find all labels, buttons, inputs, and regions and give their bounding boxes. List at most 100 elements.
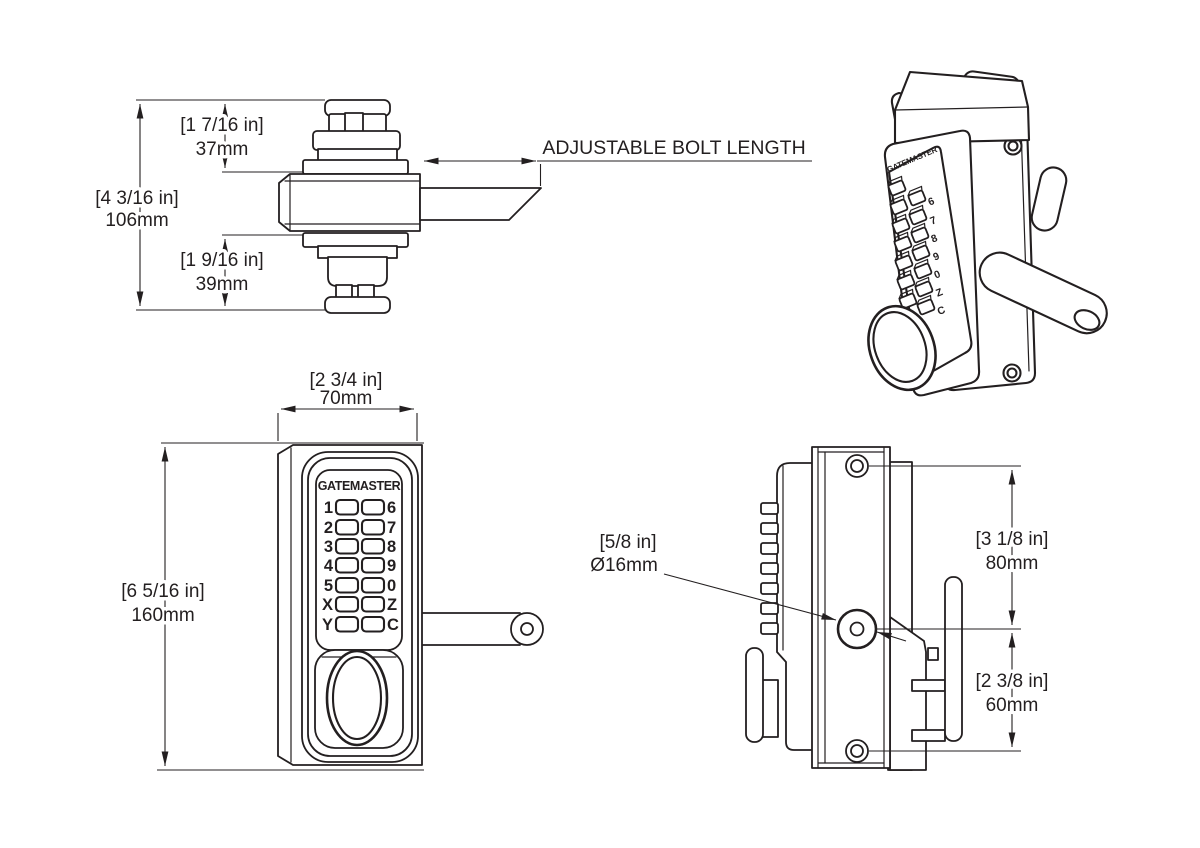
brand-label-front: GATEMASTER: [318, 479, 401, 493]
svg-text:0: 0: [932, 268, 942, 281]
keypad-row: 3 8: [324, 537, 396, 556]
dim-label-upper-in: [1 7/16 in]: [180, 115, 263, 136]
screw-hole-bottom: [1002, 363, 1022, 383]
key-button: [360, 595, 386, 613]
dim-label-lower-fixing-in: [2 3/8 in]: [976, 671, 1049, 692]
dim-upper-fixing: [3 1/8 in] 80mm: [869, 465, 1052, 630]
svg-text:2: 2: [324, 519, 333, 537]
svg-text:7: 7: [928, 214, 938, 227]
keypad-unit: GATEMASTER 6 7 8: [867, 129, 981, 397]
svg-text:C: C: [387, 616, 399, 634]
dim-label-lower-mm: 39mm: [196, 274, 249, 295]
knob-side: [745, 647, 779, 743]
dim-label-lower-in: [1 9/16 in]: [180, 250, 263, 271]
svg-text:3: 3: [324, 538, 333, 556]
svg-text:8: 8: [929, 232, 939, 245]
dim-label-height-in: [6 5/16 in]: [121, 581, 204, 602]
key-button: [334, 537, 360, 555]
dim-label-width-in: [2 3/4 in]: [310, 370, 383, 391]
svg-text:4: 4: [324, 557, 334, 575]
dim-label-hole-in: [5/8 in]: [599, 532, 656, 553]
keypad-row: 5 0: [324, 576, 396, 595]
svg-text:7: 7: [387, 519, 396, 537]
keypad-front: 1 6 2 7 3 8 4: [322, 498, 399, 634]
svg-text:C: C: [936, 304, 948, 318]
lock-body-plan: [278, 99, 542, 314]
latch-end-front: [510, 612, 544, 646]
keypad-row: X Z: [322, 595, 397, 614]
key-button: [360, 498, 386, 516]
tab: [927, 647, 939, 661]
side-view: [5/8 in] Ø16mm [3 1/8 in] 80mm [2 3/8 in…: [587, 446, 1052, 771]
dim-height: [6 5/16 in] 160mm: [118, 442, 424, 771]
svg-text:Z: Z: [934, 286, 945, 300]
key-button: [334, 595, 360, 613]
svg-text:X: X: [322, 596, 333, 614]
svg-text:5: 5: [324, 577, 333, 595]
keypad-buttons-3d: [887, 175, 936, 316]
latch-bar-side: [944, 576, 963, 742]
fixing-hole-top: [845, 454, 869, 478]
angled-bracket: [889, 616, 927, 771]
dim-label-lower-fixing-mm: 60mm: [986, 695, 1039, 716]
bolt-length-annotation: ADJUSTABLE BOLT LENGTH: [542, 137, 805, 159]
perspective-view: GATEMASTER 6 7 8: [867, 70, 1108, 397]
key-button: [334, 556, 360, 574]
key-buttons-side: [760, 502, 779, 635]
lock-body-side: [811, 446, 891, 769]
dim-overall-height: [4 3/16 in] 106mm: [92, 99, 325, 311]
fixing-hole-bottom: [845, 739, 869, 763]
svg-text:Z: Z: [387, 596, 397, 614]
top-view: [4 3/16 in] 106mm [1 7/16 in] 37mm [1 9/…: [92, 99, 812, 314]
keypad-row: 1 6: [324, 498, 396, 517]
dim-label-overall-mm: 106mm: [105, 210, 168, 231]
key-button: [360, 576, 386, 594]
key-button: [360, 518, 386, 536]
key-button: [360, 537, 386, 555]
keypad-housing-side: [745, 462, 814, 751]
dim-bolt-length: ADJUSTABLE BOLT LENGTH: [424, 134, 812, 186]
latch-arm-3d: [978, 251, 1108, 335]
svg-text:6: 6: [926, 195, 936, 208]
knob-3d: [867, 304, 937, 392]
latch-arm-edge-upper: [911, 679, 946, 692]
svg-text:8: 8: [387, 538, 396, 556]
svg-text:9: 9: [387, 557, 396, 575]
svg-text:9: 9: [931, 250, 941, 263]
dim-lower-height: [1 9/16 in] 39mm: [177, 234, 303, 306]
top-flange: [893, 70, 1031, 145]
key-button: [334, 576, 360, 594]
latch-arm-front: [421, 612, 521, 646]
latch-arm-edge-lower: [911, 729, 946, 742]
key-button: [360, 556, 386, 574]
keypad-row: Y C: [322, 615, 399, 634]
dim-label-upper-fixing-mm: 80mm: [986, 553, 1039, 574]
svg-text:1: 1: [324, 499, 333, 517]
dim-spindle-hole: [5/8 in] Ø16mm: [587, 529, 907, 642]
spindle-rosette: [836, 608, 878, 650]
key-button: [334, 498, 360, 516]
dim-label-overall-in: [4 3/16 in]: [95, 188, 178, 209]
keypad-row: 4 9: [324, 556, 396, 575]
dim-width: [2 3/4 in] 70mm: [277, 367, 418, 441]
svg-text:0: 0: [387, 577, 396, 595]
lock-body-front: GATEMASTER 1 6 2 7 3 8: [277, 444, 423, 766]
front-view: GATEMASTER 1 6 2 7 3 8: [118, 367, 544, 771]
dim-label-width-mm: 70mm: [320, 388, 373, 409]
key-button: [360, 615, 386, 633]
bolt: [419, 187, 542, 221]
dim-label-hole-mm: Ø16mm: [590, 555, 658, 576]
dim-label-height-mm: 160mm: [131, 605, 194, 626]
svg-text:6: 6: [387, 499, 396, 517]
keypad-digits-3d: 6 7 8 9 0 Z C: [926, 195, 947, 318]
key-button: [334, 615, 360, 633]
gate-keeper: [1030, 166, 1068, 232]
dim-lower-fixing: [2 3/8 in] 60mm: [869, 633, 1052, 752]
dim-label-upper-mm: 37mm: [196, 139, 249, 160]
dim-upper-height: [1 7/16 in] 37mm: [177, 104, 303, 173]
knob-front: [325, 649, 389, 747]
dim-label-upper-fixing-in: [3 1/8 in]: [976, 529, 1049, 550]
svg-text:Y: Y: [322, 616, 333, 634]
